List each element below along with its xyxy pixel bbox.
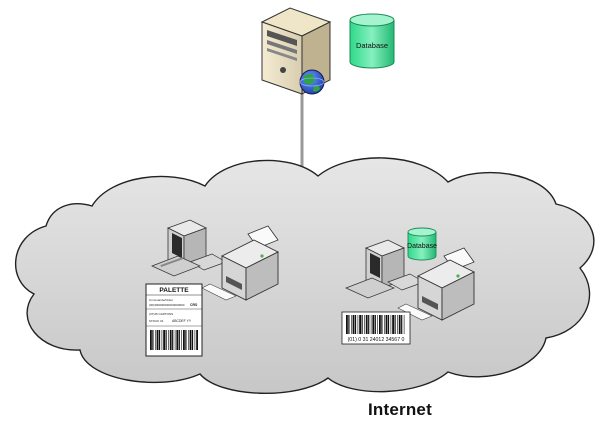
pallet-label-line: (00)300000000000000000 <box>149 303 185 307</box>
workstation-left-icon <box>151 219 227 277</box>
pallet-label-line: (37)45 CARTONS <box>149 312 173 316</box>
pallet-label-line: Commande/Order <box>149 298 173 302</box>
printer-left-icon <box>201 225 280 301</box>
internet-cloud <box>14 157 595 395</box>
pallet-label-line: STOCK 01 <box>149 319 164 323</box>
product-barcode <box>346 315 405 334</box>
server-icon <box>260 7 332 95</box>
product-barcode-label: (01) 0 31 24012 34567 0 <box>341 311 411 345</box>
pallet-label-line: ABCDEF YY <box>172 319 192 323</box>
server-database-icon: Database <box>349 13 395 69</box>
product-barcode-text: (01) 0 31 24012 34567 0 <box>348 337 405 343</box>
globe-icon <box>299 69 325 95</box>
server-database-label: Database <box>356 41 388 50</box>
client-database-icon: Database <box>407 227 437 261</box>
client-database-label: Database <box>407 243 437 250</box>
pallet-label-title: PALETTE <box>159 287 189 294</box>
pallet-label-line: CRS <box>190 303 198 307</box>
internet-label: Internet <box>368 400 432 419</box>
printer-right-icon <box>397 247 476 321</box>
workstation-right-icon <box>345 239 425 299</box>
pallet-barcode <box>150 330 198 350</box>
pallet-label: PALETTE Commande/Order (00)3000000000000… <box>145 283 203 357</box>
